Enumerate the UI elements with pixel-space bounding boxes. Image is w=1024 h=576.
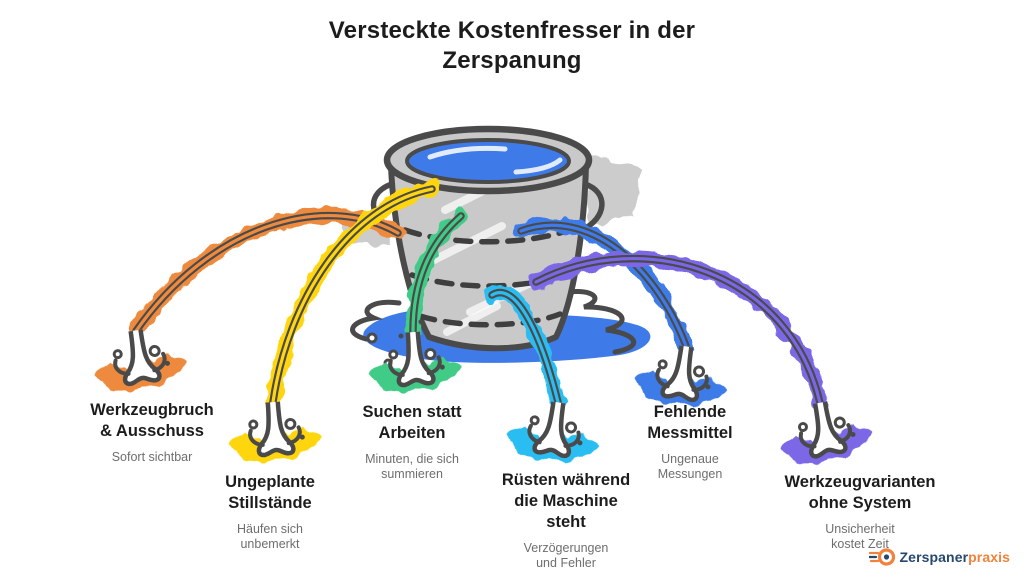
leak-label-stillstaende: Ungeplante Stillstände Häufen sich unbem… bbox=[165, 472, 375, 552]
leak-title: Werkzeugbruch & Ausschuss bbox=[90, 401, 214, 440]
bucket-body bbox=[388, 163, 589, 352]
leak-label-werkzeugbruch: Werkzeugbruch & Ausschuss Sofort sichtba… bbox=[47, 400, 257, 465]
leak-title: Fehlende Messmittel bbox=[647, 403, 733, 442]
leak-title: Suchen statt Arbeiten bbox=[362, 403, 462, 442]
speed-circle-icon bbox=[868, 548, 895, 566]
logo-text-secondary: praxis bbox=[968, 549, 1010, 565]
leak-subtitle: Verzögerungen und Fehler bbox=[523, 541, 609, 570]
page-title: Versteckte Kostenfresser in der Zerspanu… bbox=[328, 17, 696, 74]
splash-werkzeugbruch bbox=[90, 324, 190, 397]
leak-subtitle: Ungenaue Messungen bbox=[657, 452, 723, 481]
leak-subtitle: Minuten, die sich summieren bbox=[365, 452, 459, 481]
leak-title: Rüsten während die Maschine steht bbox=[501, 471, 631, 531]
stream-suchen bbox=[405, 208, 469, 340]
stream-messmittel bbox=[513, 217, 694, 354]
logo-text-primary: Zerspaner bbox=[899, 549, 969, 565]
logo-text: Zerspanerpraxis bbox=[900, 549, 1010, 565]
leak-label-messmittel: Fehlende Messmittel Ungenaue Messungen bbox=[585, 402, 795, 482]
leak-label-suchen: Suchen statt Arbeiten Minuten, die sich … bbox=[307, 402, 517, 482]
leak-title: Werkzeugvarianten ohne System bbox=[784, 473, 936, 512]
stream-ruesten bbox=[484, 285, 566, 410]
leak-label-ruesten: Rüsten während die Maschine steht Verzög… bbox=[461, 470, 671, 571]
zerspanerpraxis-logo: Zerspanerpraxis bbox=[868, 545, 1010, 569]
leak-label-varianten: Werkzeugvarianten ohne System Unsicherhe… bbox=[755, 472, 965, 552]
leak-subtitle: Unsicherheit kostet Zeit bbox=[825, 522, 895, 551]
bucket bbox=[370, 125, 605, 352]
leak-subtitle: Häufen sich unbemerkt bbox=[236, 522, 303, 551]
leak-subtitle: Sofort sichtbar bbox=[111, 450, 193, 464]
stream-stillstaende bbox=[265, 181, 440, 410]
bucket-level-line bbox=[402, 225, 578, 245]
stream-varianten bbox=[528, 251, 828, 411]
bucket-level-line bbox=[417, 311, 563, 328]
leak-title: Ungeplante Stillstände bbox=[225, 473, 315, 512]
